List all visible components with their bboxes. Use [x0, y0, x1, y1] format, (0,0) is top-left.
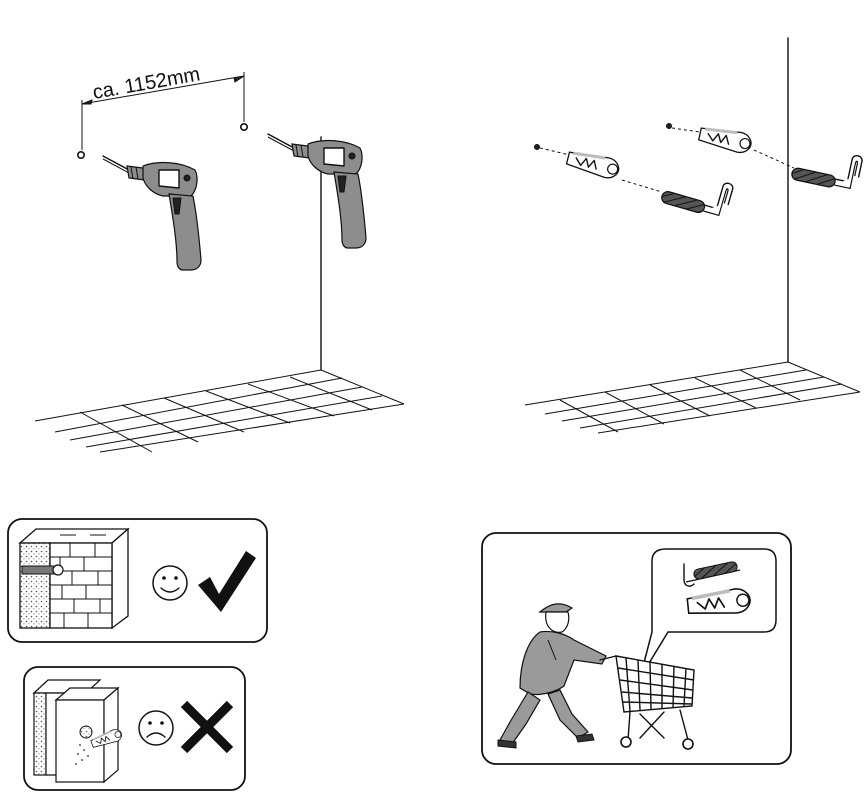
shopper-figure — [497, 603, 607, 749]
drill-icon — [267, 133, 367, 249]
distance-dimension: ca. 1152mm — [77, 63, 249, 160]
solid-wall-ok-panel — [7, 518, 268, 643]
cross-icon — [180, 700, 234, 754]
drill-hole-mark — [240, 123, 249, 132]
buy-fixings-panel — [481, 532, 792, 765]
drill-icon — [102, 155, 202, 271]
shopping-cart-icon — [599, 655, 695, 750]
speech-bubble — [639, 548, 777, 679]
floor-grid-left — [34, 369, 405, 453]
distance-label: ca. 1152mm — [91, 63, 202, 104]
plasterboard-icon — [32, 679, 125, 784]
smiley-happy-icon — [152, 565, 188, 601]
wall-plug-icon — [564, 146, 623, 182]
hook-screw-icon — [659, 165, 735, 221]
hook-screw-icon — [683, 561, 741, 587]
hook-screw-icon — [790, 142, 864, 194]
drill-hole-mark — [77, 151, 86, 160]
mounting-step — [524, 37, 864, 434]
drilling-step: ca. 1152mm — [34, 63, 405, 453]
brick-wall-icon — [18, 527, 130, 630]
wall-plug-icon — [696, 122, 755, 157]
checkmark-icon — [198, 551, 256, 612]
hollow-wall-not-ok-panel — [23, 666, 246, 791]
smiley-sad-icon — [138, 710, 174, 746]
floor-grid-right — [524, 361, 861, 434]
